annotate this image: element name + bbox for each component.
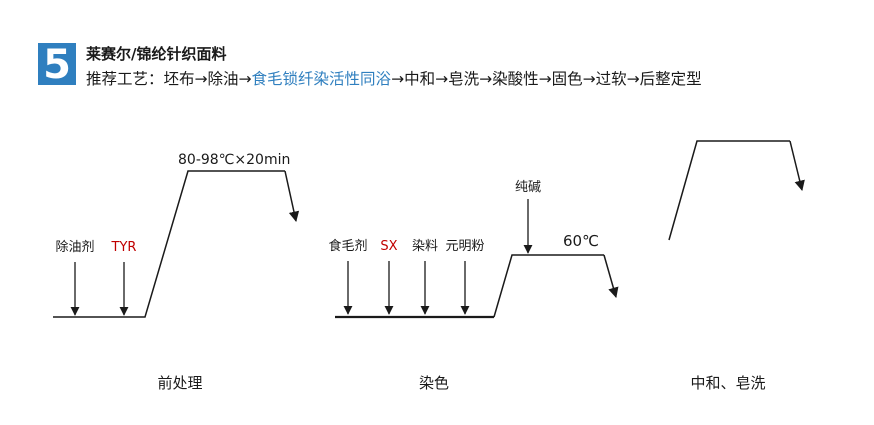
neutralize-soaping-caption: 中和、皂洗 (690, 374, 765, 392)
process-step: 染酸性 (492, 70, 539, 88)
dyeing-profile-line (493, 254, 604, 318)
flow-arrow: → (435, 70, 449, 88)
temperature-profile-line (53, 170, 285, 318)
chemical-label-tyr: TYR (111, 240, 137, 255)
process-steps: 坯布→除油→食毛锁纤染活性同浴→中和→皂洗→染酸性→固色→过软→后整定型 (164, 70, 702, 88)
neutralize-profile-line (668, 140, 790, 241)
dyeing-curve: 60℃ 纯碱 食毛剂 SX 染料 元明粉 染色 (328, 180, 619, 392)
process-step: 过软 (595, 70, 627, 88)
section-number: 5 (43, 43, 71, 85)
chemical-label-wool-protector: 食毛剂 (328, 238, 367, 254)
flow-arrow: → (538, 70, 552, 88)
pretreatment-curve: 80-98℃×20min 除油剂 TYR 前处理 (53, 152, 300, 392)
chemical-label-dye: 染料 (412, 239, 438, 254)
process-step: 除油 (207, 70, 239, 88)
process-step: 固色 (551, 70, 583, 88)
section-number-badge: 5 (38, 43, 76, 85)
process-flow: 推荐工艺：坯布→除油→食毛锁纤染活性同浴→中和→皂洗→染酸性→固色→过软→后整定… (86, 67, 702, 89)
flow-arrow: → (238, 70, 252, 88)
dyeing-cooling-arrow (603, 254, 619, 299)
process-step: 食毛锁纤染活性同浴 (251, 70, 392, 88)
pretreatment-caption: 前处理 (157, 374, 202, 392)
flow-arrow: → (626, 70, 640, 88)
dyeing-temp-label: 60℃ (563, 232, 599, 250)
pretreatment-temp-label: 80-98℃×20min (178, 152, 290, 168)
neutralize-soaping-curve: 中和、皂洗 (668, 140, 805, 392)
flow-arrow: → (479, 70, 493, 88)
process-prefix: 推荐工艺： (86, 70, 164, 88)
flow-arrow: → (391, 70, 405, 88)
neutralize-cooling-arrow (789, 140, 805, 192)
flow-arrow: → (582, 70, 596, 88)
dyeing-caption: 染色 (419, 374, 449, 392)
fabric-title: 莱赛尔/锦纶针织面料 (86, 45, 227, 63)
badge-background (38, 43, 76, 85)
flow-arrow: → (194, 70, 208, 88)
alkali-label: 纯碱 (515, 180, 541, 195)
process-step: 皂洗 (448, 70, 480, 88)
process-step: 后整定型 (639, 70, 702, 88)
process-step: 中和 (404, 70, 436, 88)
process-step: 坯布 (163, 70, 195, 88)
chemical-label-glauber-salt: 元明粉 (445, 239, 484, 254)
cooling-arrow (284, 170, 300, 223)
chemical-label-degreaser: 除油剂 (55, 240, 94, 255)
chemical-label-sx: SX (380, 239, 397, 254)
